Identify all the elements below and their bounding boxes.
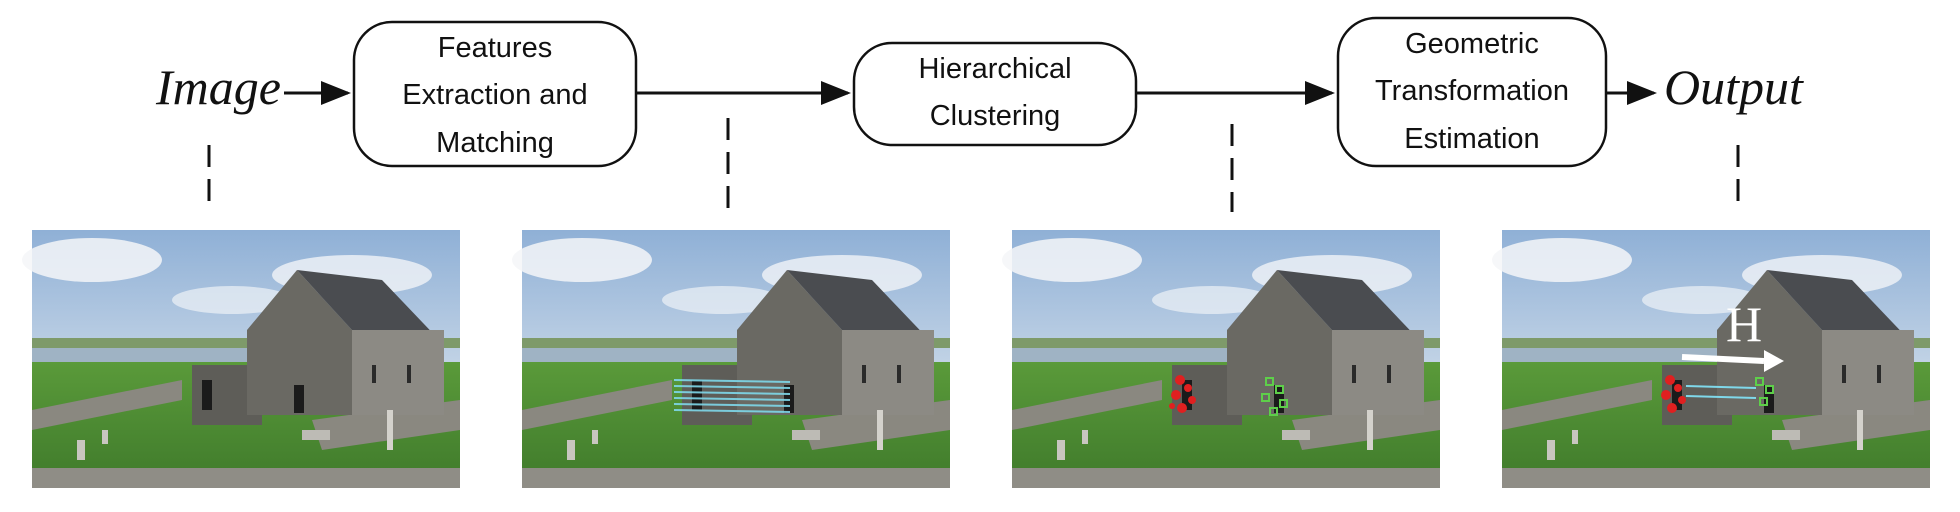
step-3-line-2: Transformation xyxy=(1375,75,1569,107)
step-2-line-2: Clustering xyxy=(930,100,1061,132)
input-label: Image xyxy=(155,59,281,115)
red-cluster xyxy=(1661,375,1686,413)
step-3-line-3: Estimation xyxy=(1404,123,1539,155)
green-cluster xyxy=(1261,377,1288,416)
step-feature-extraction: Features Extraction and Matching xyxy=(352,20,638,168)
transform-symbol: H xyxy=(1726,296,1762,352)
green-cluster xyxy=(1755,377,1774,406)
step-1-line-3: Matching xyxy=(436,127,554,159)
match-lines xyxy=(1685,385,1757,399)
photo-input-church xyxy=(22,230,460,488)
step-1-line-2: Extraction and xyxy=(402,79,587,111)
match-lines xyxy=(673,379,791,413)
step-geometric-estimation: Geometric Transformation Estimation xyxy=(1336,16,1608,168)
photo-clusters xyxy=(1002,230,1440,488)
step-hierarchical-clustering: Hierarchical Clustering xyxy=(852,41,1138,147)
photo-feature-matches xyxy=(512,230,950,488)
output-label: Output xyxy=(1664,59,1804,115)
step-2-line-1: Hierarchical xyxy=(918,53,1071,85)
transform-arrow xyxy=(1681,354,1765,364)
step-3-line-1: Geometric xyxy=(1405,28,1539,60)
photo-output-transform: H xyxy=(1492,230,1930,488)
step-1-line-1: Features xyxy=(438,32,552,64)
red-cluster xyxy=(1169,375,1196,413)
